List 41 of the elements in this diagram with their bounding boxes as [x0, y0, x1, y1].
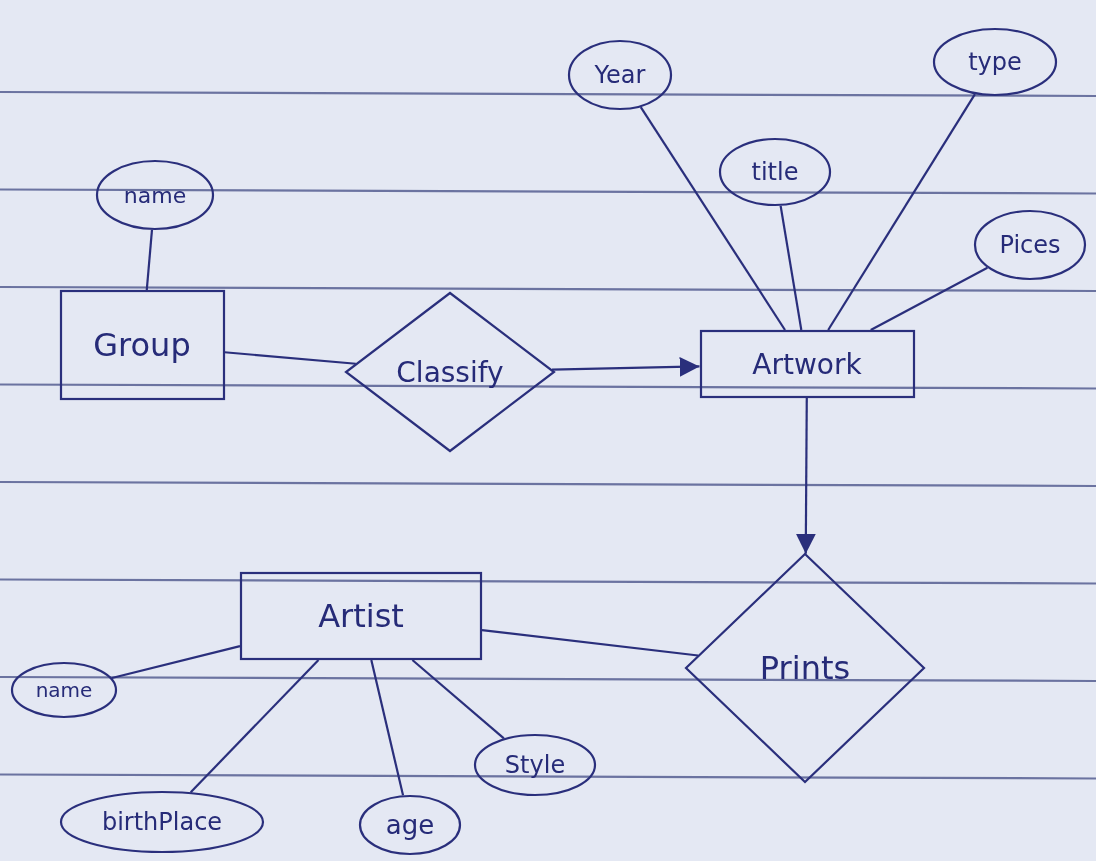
- connector-line: [224, 351, 356, 365]
- attribute-ellipse: [96, 160, 214, 230]
- connector-line: [111, 645, 241, 680]
- relationship-diamond: [345, 292, 555, 452]
- connector-line: [145, 229, 154, 291]
- connector-line: [639, 106, 786, 331]
- attribute-name: type: [968, 48, 1022, 76]
- attribute-ellipse: [568, 40, 672, 110]
- attribute-ellipse: [933, 28, 1057, 96]
- connector-line: [370, 659, 405, 796]
- relationship-name: Classify: [396, 355, 504, 389]
- connector-line: [411, 659, 505, 740]
- connector-line: [481, 629, 699, 657]
- arrow: [796, 398, 816, 554]
- entity-name: Artist: [318, 597, 404, 635]
- attribute-ellipse: [11, 662, 117, 718]
- attribute-name: title: [751, 158, 799, 186]
- attribute-ellipse: [974, 210, 1086, 280]
- entity-box: [59, 290, 225, 400]
- attribute-name: Year: [594, 61, 646, 89]
- arrow: [551, 356, 700, 377]
- connector-line: [189, 659, 320, 794]
- relationship-name: Prints: [759, 649, 851, 687]
- attribute-name: Pices: [999, 231, 1061, 259]
- attribute-name: name: [35, 678, 93, 702]
- connector-line: [827, 93, 976, 331]
- attribute-ellipse: [60, 791, 264, 853]
- entity-name: Group: [93, 326, 191, 364]
- attribute-ellipse: [719, 138, 831, 206]
- connector-line: [870, 266, 988, 331]
- connector-line: [779, 205, 803, 331]
- entity-box: [699, 330, 915, 398]
- attribute-ellipse: [359, 795, 461, 855]
- entity-box: [240, 572, 482, 660]
- attribute-ellipse: [474, 734, 596, 796]
- entity-name: Artwork: [752, 347, 862, 381]
- attribute-name: Style: [504, 751, 566, 779]
- attribute-name: name: [123, 182, 187, 208]
- attribute-name: birthPlace: [101, 808, 223, 836]
- attribute-name: age: [385, 810, 435, 840]
- relationship-diamond: [685, 553, 925, 783]
